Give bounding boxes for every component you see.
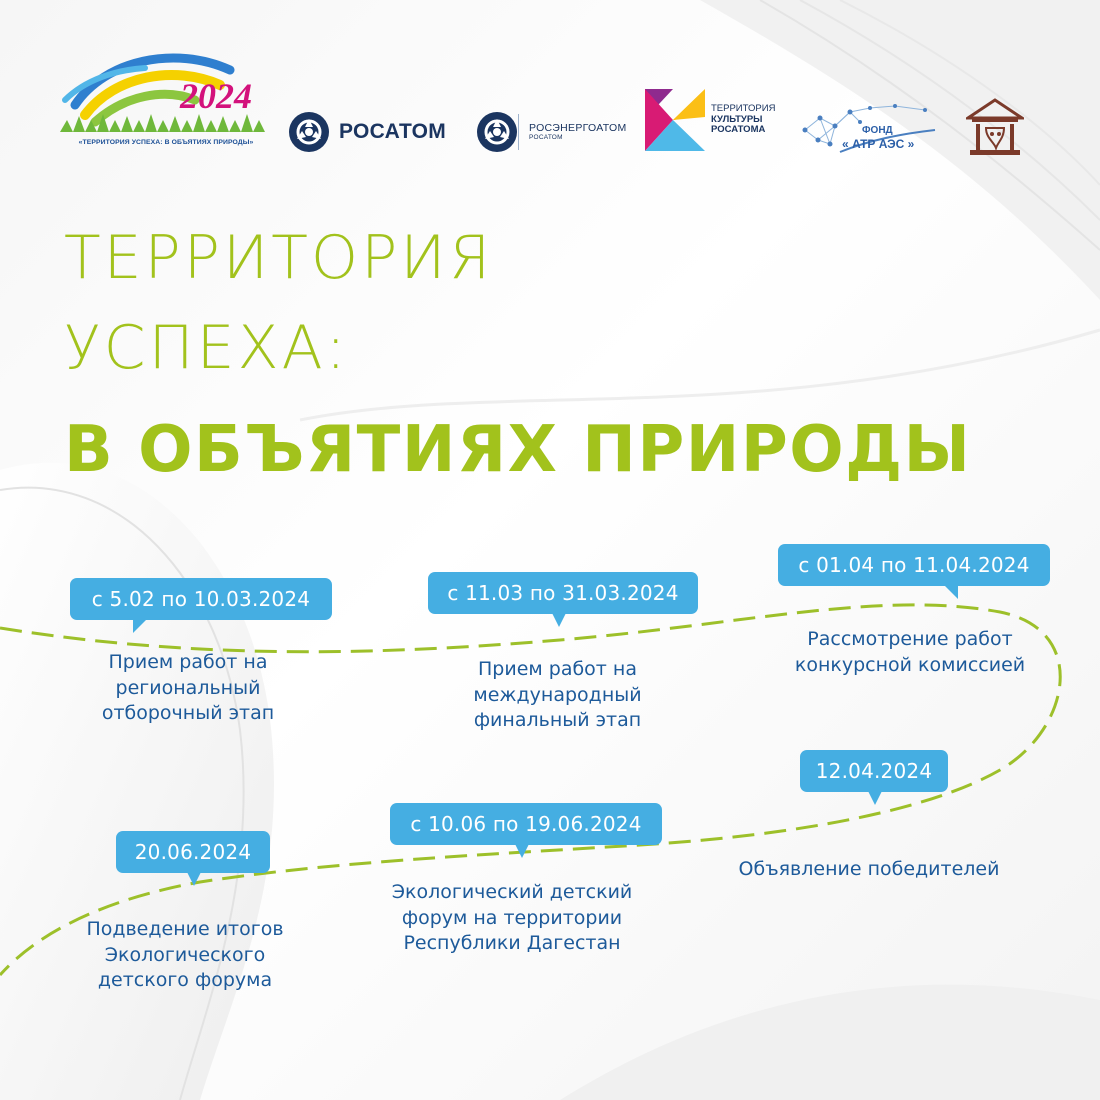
timeline-date-2: с 11.03 по 31.03.2024	[428, 572, 698, 627]
contest-tagline: «ТЕРРИТОРИЯ УСПЕХА: В ОБЪЯТИЯХ ПРИРОДЫ»	[78, 139, 254, 146]
rosatom-atom-icon	[289, 112, 329, 152]
fond-name: « АТР АЭС »	[842, 137, 915, 151]
rosenergoatom-sub: РОСАТОМ	[529, 134, 563, 142]
culture-line2: КУЛЬТУРЫ	[711, 113, 763, 125]
contest-logo: 2024 «ТЕРРИТОРИЯ УСПЕХА: В ОБЪЯТИЯХ ПРИР…	[55, 50, 270, 160]
fond-logo: ФОНД « АТР АЭС »	[800, 100, 940, 158]
timeline-date-1: с 5.02 по 10.03.2024	[70, 578, 332, 633]
theatre-building-icon	[963, 98, 1027, 155]
contest-logo-emblem: 2024	[60, 53, 265, 132]
culture-logo: ТЕРРИТОРИЯ КУЛЬТУРЫ РОСАТОМА	[645, 88, 775, 152]
timeline-date-6: 20.06.2024	[116, 831, 270, 886]
contest-year: 2024	[179, 76, 252, 116]
rosatom-wordmark: РОСАТОМ	[339, 120, 447, 143]
rosenergoatom-logo: РОСЭНЕРГОАТОМ РОСАТОМ	[476, 110, 627, 154]
theatre-logo	[963, 98, 1027, 158]
culture-k-icon	[645, 89, 705, 151]
timeline-date-5: с 10.06 по 19.06.2024	[390, 803, 662, 858]
rosenergoatom-name: РОСЭНЕРГОАТОМ	[529, 121, 627, 134]
fond-network-icon	[802, 104, 936, 153]
culture-line3: РОСАТОМА	[711, 124, 766, 136]
timeline-desc-4: Объявление победителей	[738, 858, 1000, 880]
timeline-date-4: 12.04.2024	[800, 750, 948, 805]
timeline-date-3: с 01.04 по 11.04.2024	[778, 544, 1050, 599]
title-line-3: В ОБЪЯТИЯХ ПРИРОДЫ	[64, 413, 972, 487]
fond-label: ФОНД	[862, 125, 893, 136]
title-line-1: ТЕРРИТОРИЯ	[64, 223, 494, 293]
rosatom-logo: РОСАТОМ	[288, 110, 446, 154]
culture-line1: ТЕРРИТОРИЯ	[711, 102, 776, 114]
title-line-2: УСПЕХА:	[64, 313, 349, 383]
logo-strip: 2024 «ТЕРРИТОРИЯ УСПЕХА: В ОБЪЯТИЯХ ПРИР…	[0, 0, 1100, 200]
rosenergoatom-atom-icon	[477, 112, 517, 152]
